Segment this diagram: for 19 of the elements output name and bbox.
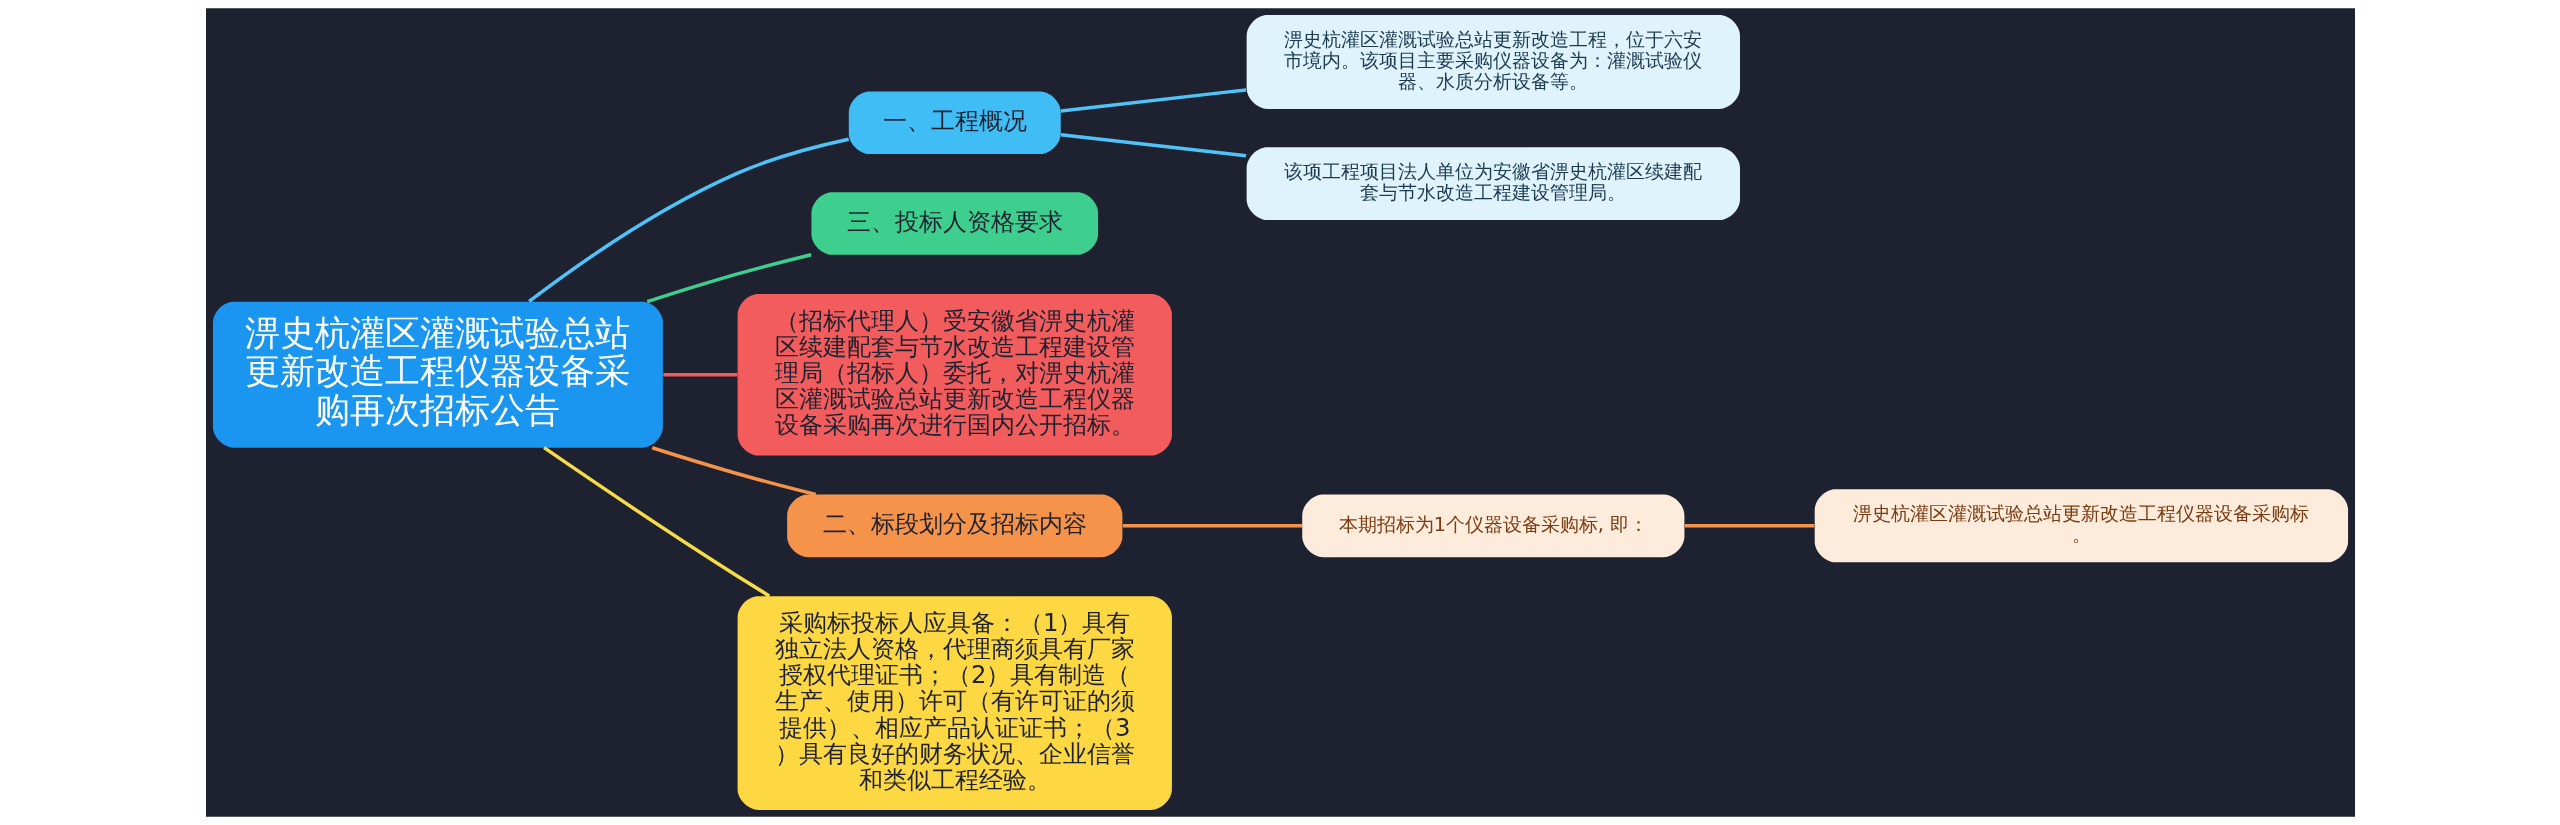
connector: [1122, 524, 1302, 528]
connector: [651, 446, 816, 497]
node-box: 一、工程概况: [848, 91, 1061, 155]
connector: [1060, 88, 1246, 113]
node-box: 二、标段划分及招标内容: [786, 494, 1122, 558]
connector: [527, 137, 849, 303]
node-box: 采购标投标人应具备：（1）具有独立法人资格，代理商须具有厂家授权代理证书；（2）具有制造（生产、使用）许可（有许可证的须提供）、相应产品认证证书；（3）具有良好的财务状况、企业信誉和类似工程经验。: [737, 596, 1172, 810]
connector: [646, 253, 812, 304]
node-box: 该项工程项目法人单位为安徽省淠史杭灌区续建配套与节水改造工程建设管理局。: [1246, 147, 1740, 221]
node-box: 淠史杭灌区灌溉试验总站更新改造工程仪器设备采购再次招标公告: [212, 301, 663, 448]
node-box: 本期招标为1个仪器设备采购标, 即：: [1301, 494, 1684, 558]
node-box: 三、投标人资格要求: [810, 192, 1098, 255]
connector: [662, 372, 737, 377]
connector: [1060, 132, 1246, 158]
connector: [1684, 524, 1814, 528]
connector: [542, 446, 770, 598]
node-box: 淠史杭灌区灌溉试验总站更新改造工程，位于六安市境内。该项目主要采购仪器设备为：灌溉试验仪器、水质分析设备等。: [1246, 15, 1740, 109]
node-box: 淠史杭灌区灌溉试验总站更新改造工程仪器设备采购标。: [1814, 489, 2348, 563]
node-box: （招标代理人）受安徽省淠史杭灌区续建配套与节水改造工程建设管理局（招标人）委托，对淠史杭灌区灌溉试验总站更新改造工程仪器设备采购再次进行国内公开招标。: [737, 293, 1172, 456]
